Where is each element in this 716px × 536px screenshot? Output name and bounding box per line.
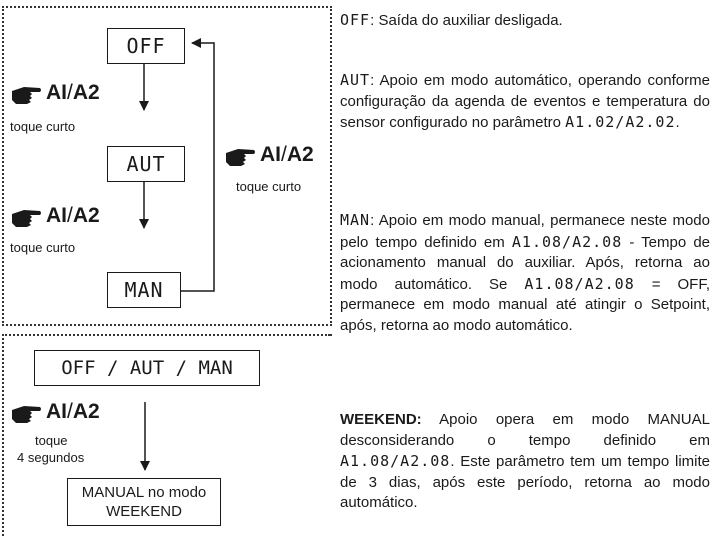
pointing-hand-icon [12, 210, 41, 227]
state-aut: AUT [107, 146, 185, 182]
weekend-result-line1: MANUAL no modo [81, 484, 207, 501]
short-press-label-1: toque curto [10, 119, 76, 134]
desc-off: OFF: Saída do auxiliar desligada. [340, 11, 563, 29]
desc-weekend: WEEKEND: Apoio opera em modo MANUAL desc… [340, 411, 710, 511]
state-man: MAN [107, 272, 181, 308]
short-press-label-2: toque curto [10, 240, 76, 255]
pointing-hand-icon [12, 87, 41, 104]
desc-man: MAN: Apoio em modo manual, permanece nes… [340, 211, 711, 334]
short-press-label-3: toque curto [236, 179, 302, 194]
long-press-label-line1: toque [35, 433, 68, 448]
state-off: OFF [107, 28, 185, 64]
panel-top-border [2, 6, 332, 326]
key-a1-a2-1: AI/A2 [10, 81, 100, 105]
panel-bottom-top-dots [328, 334, 332, 336]
arrow-man-to-off [180, 38, 215, 292]
long-press-label-line2: 4 segundos [17, 450, 85, 465]
key-a1-a2-3: AI/A2 [224, 143, 314, 167]
diagram2-arrow [140, 402, 150, 471]
key-a1-a2-4: AI/A2 [10, 400, 100, 424]
state-off-aut-man: OFF / AUT / MAN [34, 350, 260, 386]
key-a1-a2-2: AI/A2 [10, 204, 100, 228]
desc-aut: AUT: Apoio em modo automático, operando … [340, 71, 710, 131]
weekend-result-box: MANUAL no modo WEEKEND [67, 478, 221, 526]
panel-bottom-border [2, 334, 330, 536]
pointing-hand-icon [226, 149, 255, 166]
weekend-result-line2: WEEKEND [106, 503, 182, 520]
diagram1-arrows [139, 38, 215, 292]
pointing-hand-icon [12, 406, 41, 423]
